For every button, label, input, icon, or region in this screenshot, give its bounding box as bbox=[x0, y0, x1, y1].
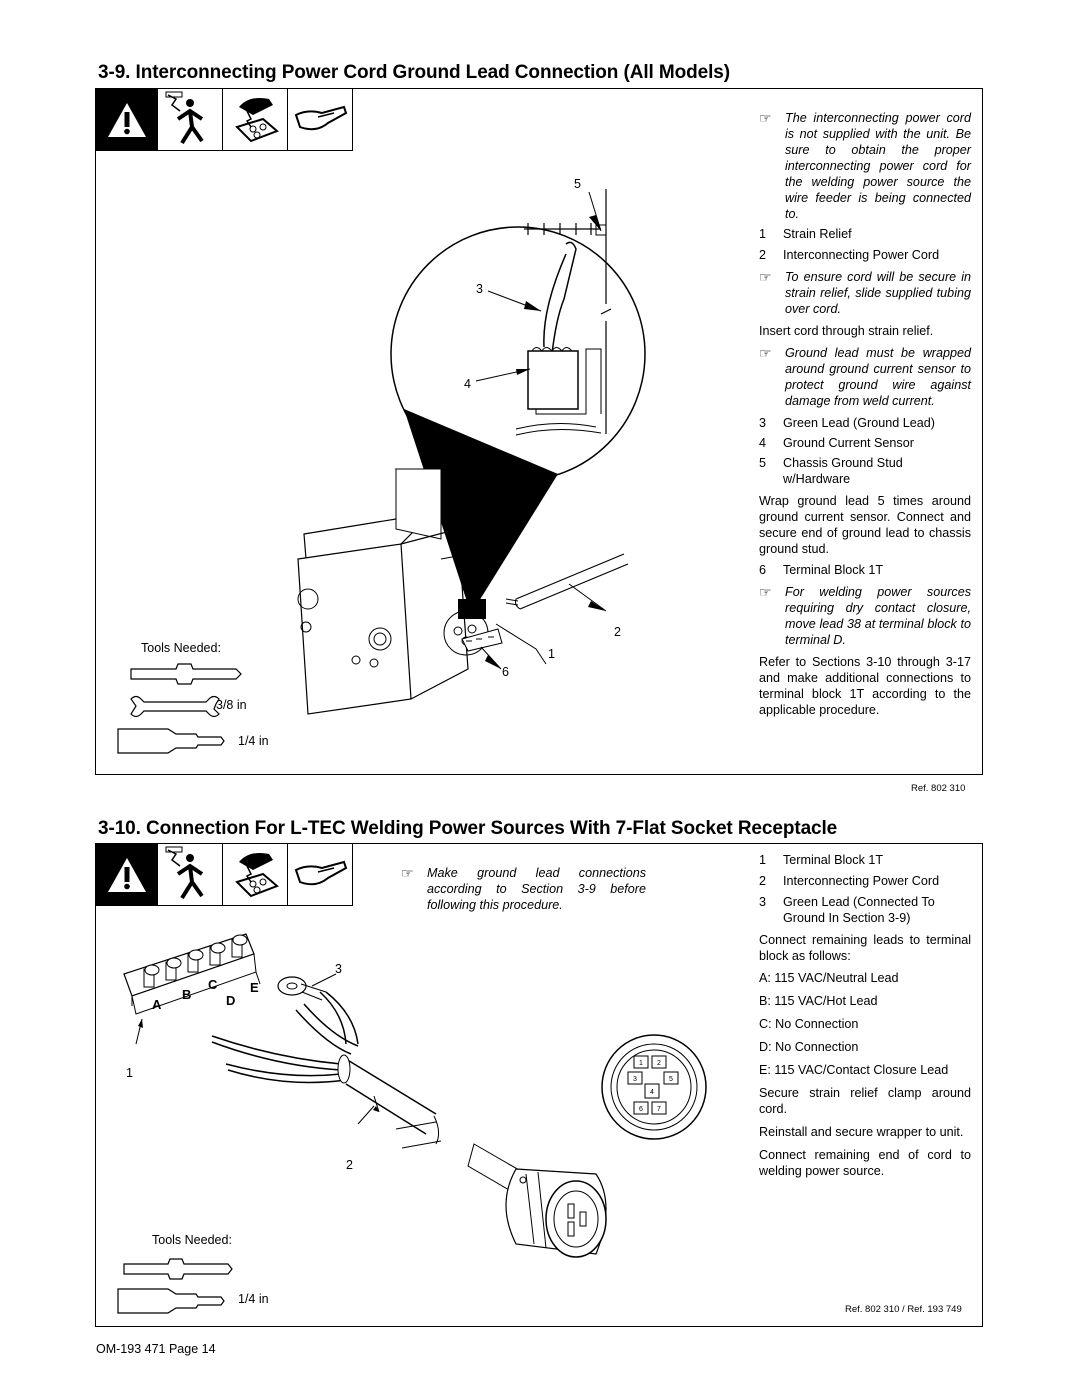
electric-shock-icon bbox=[158, 844, 223, 906]
callout-6: 6 bbox=[502, 665, 509, 679]
note-ground-lead: ☞Ground lead must be wrapped around grou… bbox=[759, 345, 971, 408]
warning-triangle-icon bbox=[96, 844, 158, 906]
refer-instruction: Refer to Sections 3-10 through 3-17 and … bbox=[759, 655, 971, 717]
reference-number: Ref. 802 310 bbox=[911, 783, 966, 794]
step-connect-cord: Connect remaining end of cord to welding… bbox=[759, 1148, 971, 1178]
warning-triangle-icon bbox=[96, 89, 158, 151]
pointing-hand-icon: ☞ bbox=[759, 345, 772, 361]
terminal-letter-a: A bbox=[152, 997, 162, 1012]
section-heading-3-9: 3-9. Interconnecting Power Cord Ground L… bbox=[98, 62, 730, 83]
socket-pin-label: 4 bbox=[650, 1089, 654, 1096]
lead-c: C: No Connection bbox=[759, 1017, 859, 1031]
step-reinstall-wrapper: Reinstall and secure wrapper to unit. bbox=[759, 1125, 964, 1139]
wrap-instruction: Wrap ground lead 5 times around ground c… bbox=[759, 494, 971, 556]
socket-pin-label: 6 bbox=[639, 1106, 643, 1113]
socket-pin-label: 7 bbox=[657, 1106, 661, 1113]
terminal-letter-c: C bbox=[208, 977, 218, 992]
reference-number: Ref. 802 310 / Ref. 193 749 bbox=[845, 1304, 962, 1315]
callout-3: 3 bbox=[335, 962, 342, 976]
socket-pin-label: 1 bbox=[639, 1060, 643, 1067]
pointing-hand-icon: ☞ bbox=[759, 110, 772, 126]
pointing-hand-icon: ☞ bbox=[401, 865, 414, 881]
lead-e: E: 115 VAC/Contact Closure Lead bbox=[759, 1063, 949, 1077]
strain-relief-diagram bbox=[117, 189, 646, 754]
section-3-10-panel: 1 2 3 4 5 6 7 A B C D E 3 1 2 Tools Needed: 1/… bbox=[95, 843, 983, 1327]
socket-pin-label: 2 bbox=[657, 1060, 661, 1067]
safety-glasses-icon bbox=[288, 844, 353, 906]
lead-a: A: 115 VAC/Neutral Lead bbox=[759, 971, 899, 985]
section-3-9-panel: 5 3 4 2 1 6 Tools Needed: 3/8 in 1/4 in … bbox=[95, 88, 983, 794]
callout-4: 4 bbox=[464, 377, 471, 391]
socket-pin-label: 5 bbox=[669, 1076, 673, 1083]
socket-pin-label: 3 bbox=[633, 1076, 637, 1083]
note-tubing: ☞To ensure cord will be secure in strain… bbox=[759, 269, 971, 316]
note-cord-not-supplied: ☞The interconnecting power cord is not s… bbox=[759, 110, 971, 221]
callout-2: 2 bbox=[346, 1158, 353, 1172]
callout-1: 1 bbox=[126, 1066, 133, 1080]
safety-glasses-icon bbox=[288, 89, 353, 151]
step-secure-clamp: Secure strain relief clamp around cord. bbox=[759, 1086, 971, 1116]
note-make-ground-lead: ☞Make ground lead connections according … bbox=[401, 865, 646, 912]
callout-3: 3 bbox=[476, 282, 483, 296]
terminal-letter-d: D bbox=[226, 993, 236, 1008]
pointing-hand-icon: ☞ bbox=[759, 269, 772, 285]
terminal-letter-b: B bbox=[182, 987, 192, 1002]
callout-1: 1 bbox=[548, 647, 555, 661]
tool-size-1-4: 1/4 in bbox=[238, 1292, 269, 1306]
callout-5: 5 bbox=[574, 177, 581, 191]
tool-size-1-4: 1/4 in bbox=[238, 734, 269, 748]
electric-shock-icon bbox=[158, 89, 223, 151]
hazard-hand-icon bbox=[223, 89, 288, 151]
warning-symbol-bar bbox=[96, 89, 353, 151]
terminal-block-diagram: 1 2 3 4 5 6 7 bbox=[117, 933, 707, 1314]
hazard-hand-icon bbox=[223, 844, 288, 906]
lead-b: B: 115 VAC/Hot Lead bbox=[759, 994, 878, 1008]
tools-needed-label: Tools Needed: bbox=[141, 641, 221, 655]
note-dry-contact: ☞For welding power sources requiring dry… bbox=[759, 584, 971, 647]
page-footer: OM-193 471 Page 14 bbox=[96, 1342, 216, 1356]
lead-d: D: No Connection bbox=[759, 1040, 859, 1054]
section-3-9-text: ☞The interconnecting power cord is not s… bbox=[759, 110, 971, 718]
callout-2: 2 bbox=[614, 625, 621, 639]
pointing-hand-icon: ☞ bbox=[759, 584, 772, 600]
section-heading-3-10: 3-10. Connection For L-TEC Welding Power… bbox=[98, 818, 838, 839]
warning-symbol-bar bbox=[96, 844, 353, 906]
tool-size-3-8: 3/8 in bbox=[216, 698, 247, 712]
tools-needed-label: Tools Needed: bbox=[152, 1233, 232, 1247]
insert-instruction: Insert cord through strain relief. bbox=[759, 324, 934, 338]
connect-instruction: Connect remaining leads to terminal bloc… bbox=[759, 933, 971, 963]
terminal-letter-e: E bbox=[250, 980, 259, 995]
